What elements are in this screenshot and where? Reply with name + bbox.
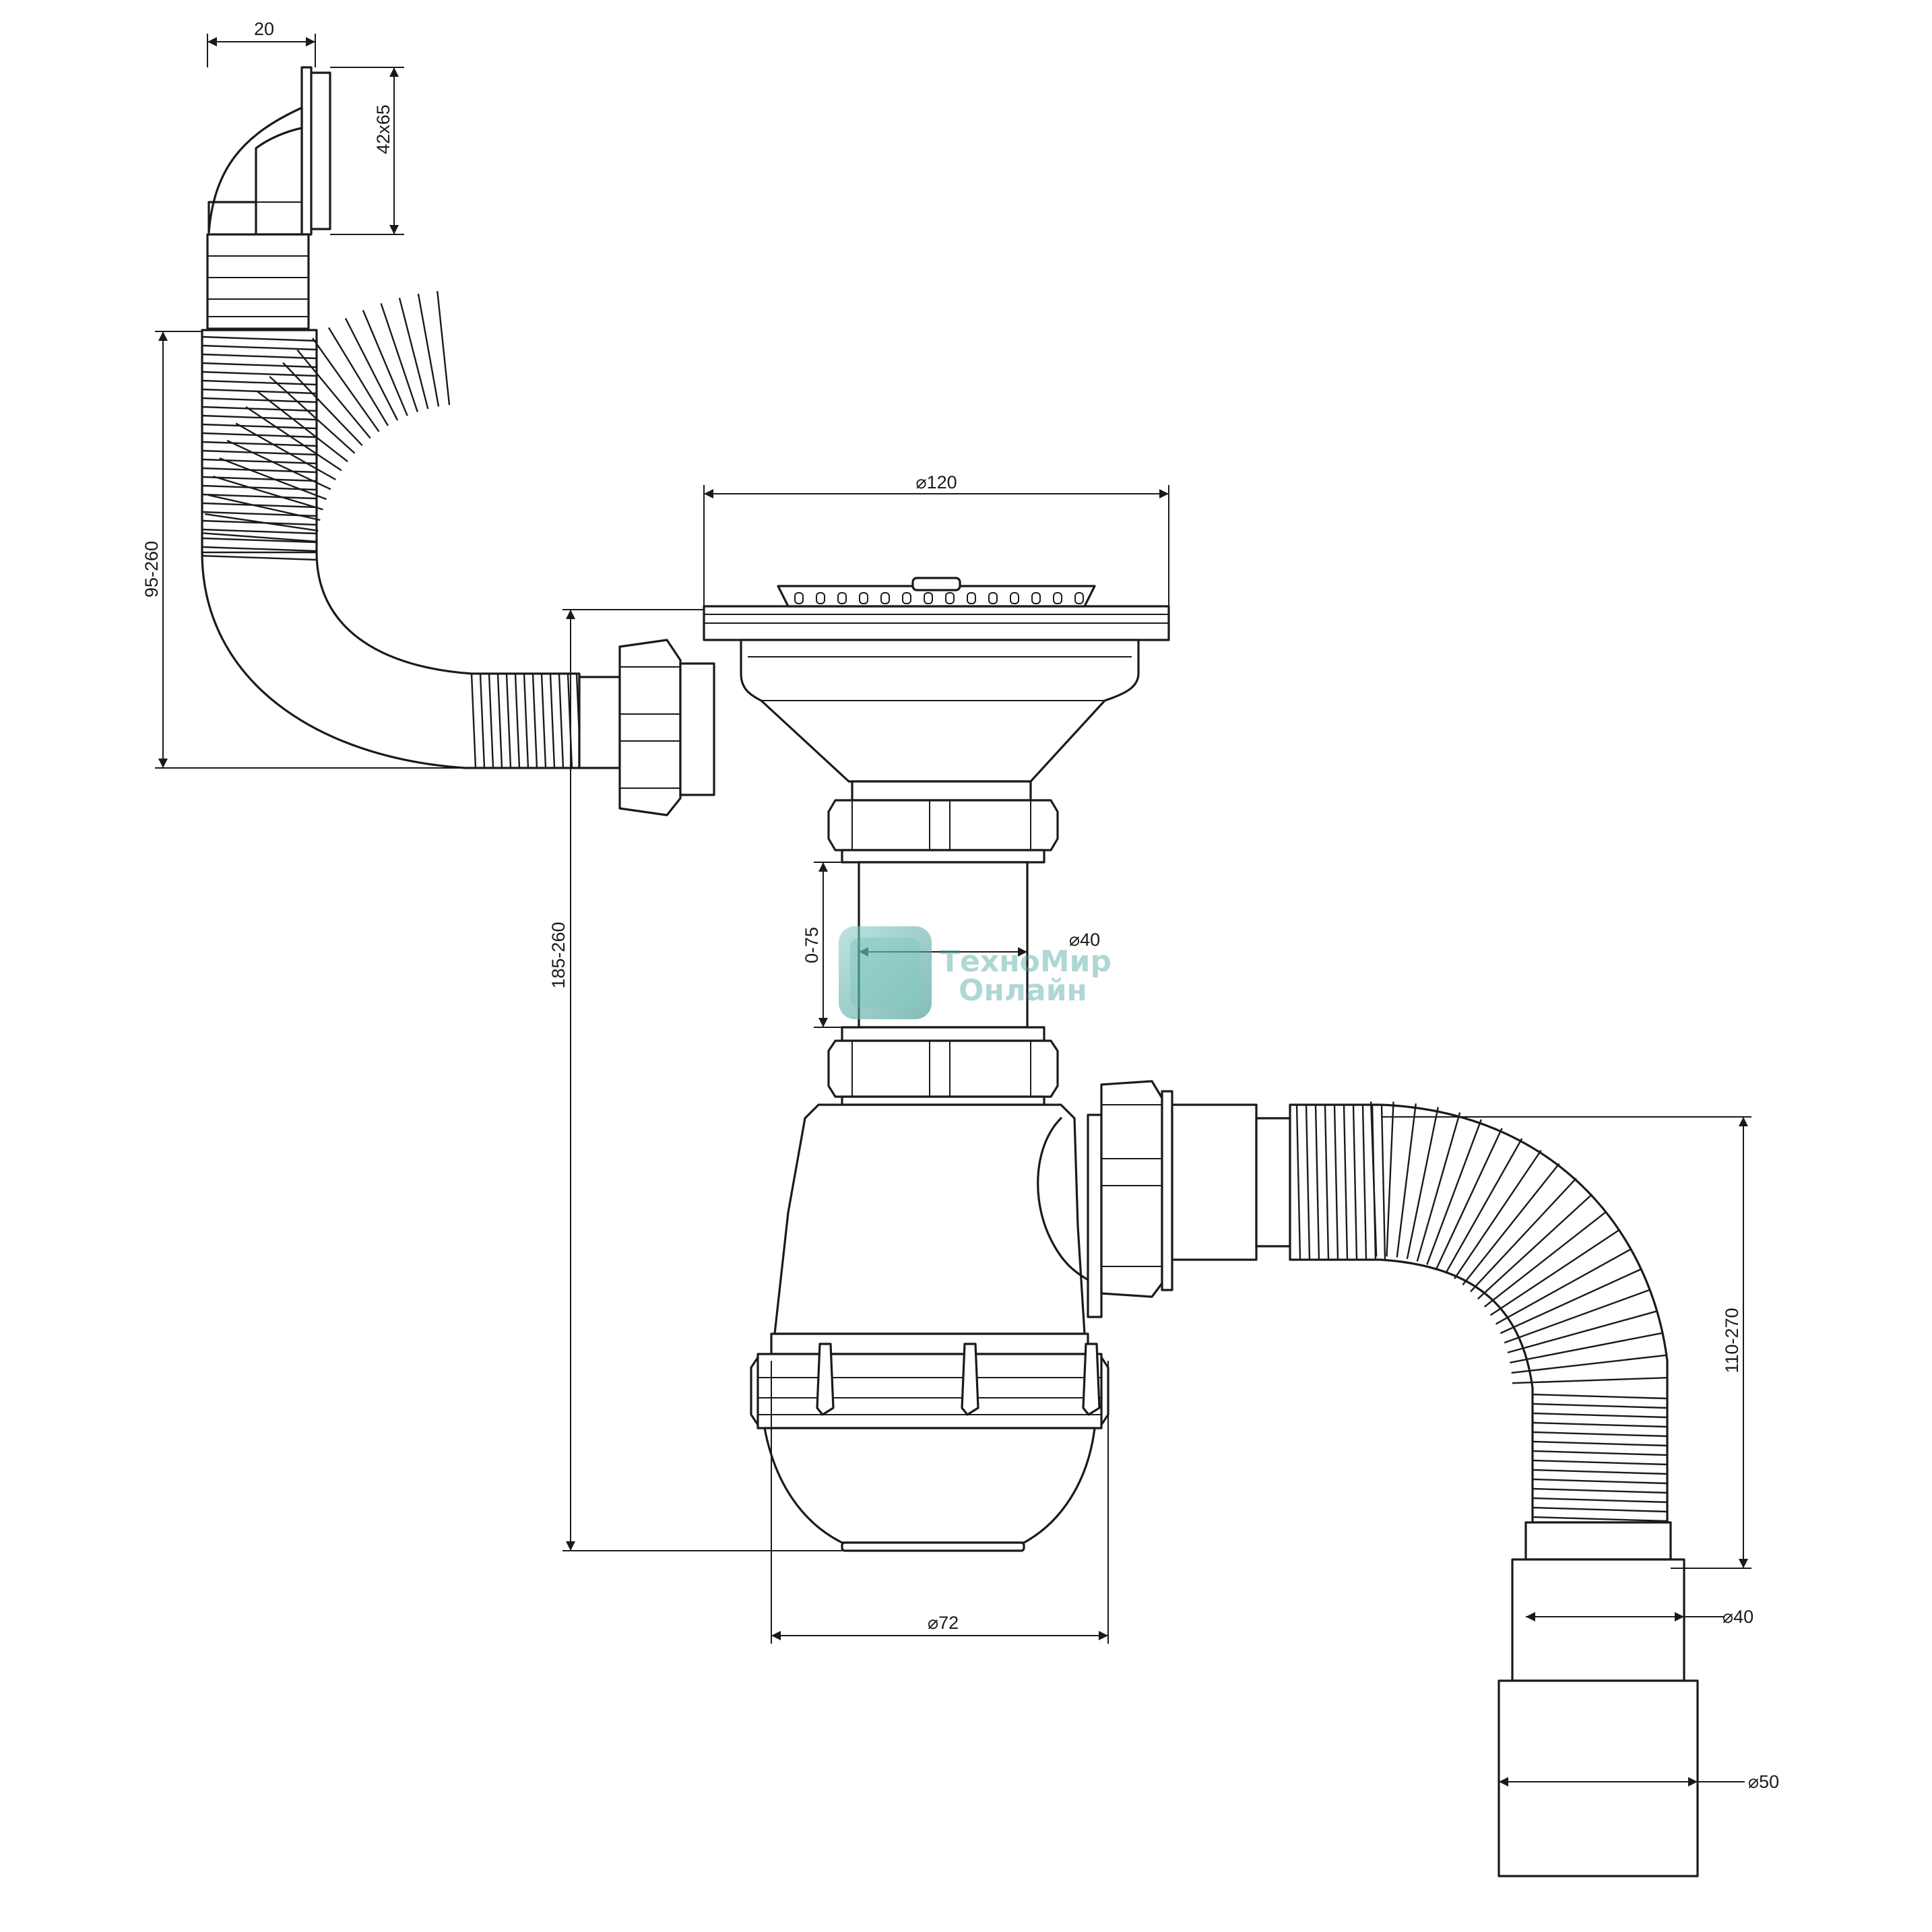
dim-total-height: 185-260 <box>548 922 569 988</box>
bottle-trap-body <box>770 1103 1089 1355</box>
side-outlet-nut <box>1087 1080 1291 1318</box>
overflow-hose-collar <box>206 233 310 330</box>
watermark-logo: ТехноМир Онлайн <box>839 926 1112 1019</box>
dim-outlet-diameter-large: ⌀50 <box>1748 1772 1779 1792</box>
strainer-assembly <box>703 577 1170 802</box>
watermark-text-line1: ТехноМир <box>940 944 1112 979</box>
dim-pipe-diameter: ⌀40 <box>1069 930 1100 950</box>
outlet-adapter <box>1498 1521 1699 1877</box>
dimension-lines <box>155 34 1751 1786</box>
overflow-corrugated-hose <box>201 291 582 769</box>
dim-strainer-diameter: ⌀120 <box>915 472 957 492</box>
dim-bottle-diameter: ⌀72 <box>928 1613 959 1633</box>
watermark-text-line2: Онлайн <box>959 973 1087 1008</box>
watermark-logo-icon <box>839 926 932 1019</box>
overflow-elbow <box>207 66 331 236</box>
outlet-corrugated-hose <box>1289 1101 1669 1524</box>
upper-union-nut <box>827 799 1059 864</box>
dim-extension-range: 0-75 <box>802 927 822 963</box>
dim-outlet-diameter-small: ⌀40 <box>1722 1607 1753 1627</box>
dim-overflow-hose-length: 95-260 <box>141 541 162 598</box>
lower-union-nut <box>827 1026 1059 1106</box>
bottle-bottom-cap <box>750 1343 1109 1552</box>
dim-overflow-size: 42х65 <box>373 104 393 154</box>
dim-outlet-hose-length: 110-270 <box>1722 1308 1742 1373</box>
overflow-connector <box>578 639 715 816</box>
dim-overflow-width: 20 <box>254 19 274 39</box>
